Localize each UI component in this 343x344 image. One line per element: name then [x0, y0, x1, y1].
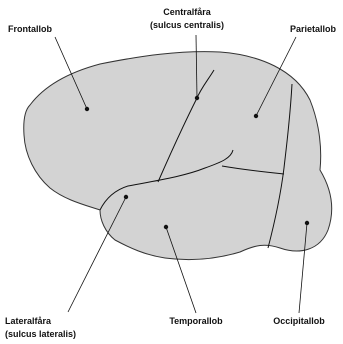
central-label-line2: (sulcus centralis) — [150, 20, 224, 30]
occipital-label: Occipitallob — [273, 316, 325, 326]
parietal-label: Parietallob — [290, 24, 337, 34]
lateral-label-line2: (sulcus lateralis) — [5, 329, 76, 339]
central-label-line1: Centralfåra — [163, 7, 212, 17]
temporal-label: Temporallob — [169, 316, 223, 326]
lateral-leader — [68, 197, 126, 312]
parietal-lobe-dot — [254, 114, 258, 118]
frontal-label: Frontallob — [8, 24, 52, 34]
lateral-label-line1: Lateralfåra — [5, 316, 52, 326]
